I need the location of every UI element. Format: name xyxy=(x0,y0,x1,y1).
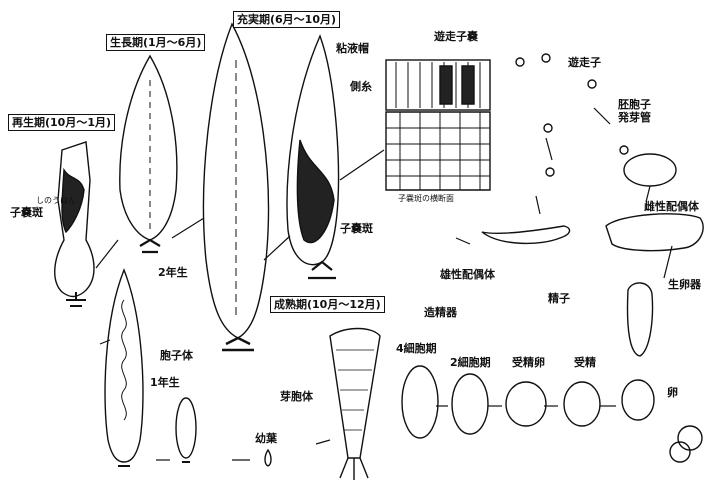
two-cell-label: 2細胞期 xyxy=(450,356,491,369)
young-blade-label: 幼葉 xyxy=(255,432,277,445)
growth-period-label: 生長期(1月～6月) xyxy=(106,34,205,51)
first-year-blade xyxy=(105,270,143,466)
maturation-period-label: 成熟期(10月～12月) xyxy=(270,296,385,313)
germling xyxy=(330,329,380,481)
egg-label: 卵 xyxy=(667,386,678,399)
young-blade-sprout xyxy=(265,450,271,466)
sperm-label: 精子 xyxy=(548,292,570,305)
fertilization-label: 受精 xyxy=(574,356,596,369)
male-gametophyte-label: 雄性配偶体 xyxy=(440,268,495,281)
oogonium-label: 生卵器 xyxy=(668,278,701,291)
paraphysis-label: 側糸 xyxy=(350,80,372,93)
fertilized-egg-label: 受精卵 xyxy=(512,356,545,369)
female-gametophyte-label: 雌性配偶体 xyxy=(644,200,699,213)
zoospore-label: 遊走子 xyxy=(568,56,601,69)
zoospores xyxy=(516,54,628,176)
cross-section-label: 子嚢斑の横断面 xyxy=(398,192,454,205)
sorus-left-label: 子嚢斑 xyxy=(10,206,43,219)
germ-tube-label: 胚胞子 発芽管 xyxy=(618,98,652,124)
young-sporophyte xyxy=(176,398,196,462)
embryo-sequence xyxy=(402,366,702,462)
antheridium-label: 造精器 xyxy=(424,306,457,319)
sporophyte-label: 胞子体 xyxy=(160,349,193,362)
cycle-arrows xyxy=(96,108,672,460)
mature-blade xyxy=(287,36,338,278)
first-year-label: 1年生 xyxy=(150,376,180,389)
fruiting-blade xyxy=(204,24,269,350)
regeneration-period-label: 再生期(10月～1月) xyxy=(8,114,115,131)
germling-label: 芽胞体 xyxy=(280,390,313,403)
zoosporangium-label: 遊走子嚢 xyxy=(434,30,478,43)
sorus-cross-section xyxy=(386,60,490,190)
regeneration-blade xyxy=(55,142,94,306)
fruiting-period-label: 充実期(6月～10月) xyxy=(233,11,340,28)
growth-blade xyxy=(120,56,177,252)
second-year-label: 2年生 xyxy=(158,266,188,279)
mucilage-cap-label: 粘液帽 xyxy=(336,42,369,55)
sorus-right-label: 子嚢斑 xyxy=(340,222,373,235)
four-cell-label: 4細胞期 xyxy=(396,342,437,355)
